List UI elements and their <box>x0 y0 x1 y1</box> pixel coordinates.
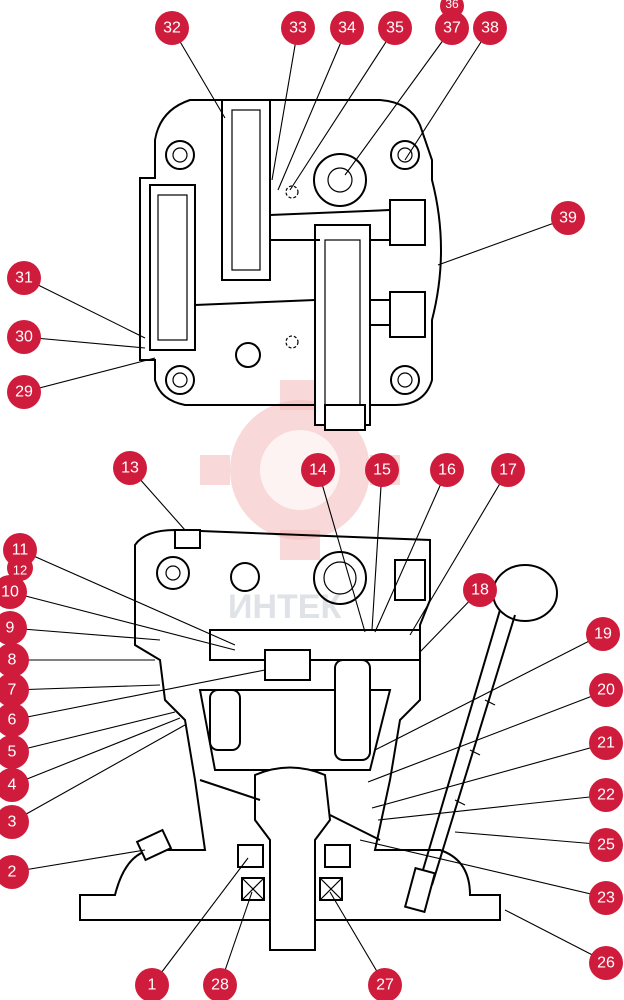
svg-text:35: 35 <box>386 20 404 37</box>
callout-2: 2 <box>0 855 29 889</box>
callout-28: 28 <box>203 968 237 1000</box>
svg-text:5: 5 <box>8 744 17 761</box>
svg-text:34: 34 <box>338 20 356 37</box>
svg-text:17: 17 <box>499 462 517 479</box>
callout-23: 23 <box>589 881 623 915</box>
callout-33: 33 <box>281 11 315 45</box>
svg-text:30: 30 <box>15 329 33 346</box>
svg-text:32: 32 <box>163 20 181 37</box>
svg-text:12: 12 <box>13 563 27 578</box>
callout-26: 26 <box>589 946 623 980</box>
svg-text:9: 9 <box>6 620 15 637</box>
callout-39: 39 <box>551 201 585 235</box>
callout-6: 6 <box>0 703 29 737</box>
svg-text:4: 4 <box>8 777 17 794</box>
top-view-drawing <box>139 99 442 431</box>
svg-text:10: 10 <box>1 584 19 601</box>
callout-12: 12 <box>7 555 33 581</box>
svg-text:11: 11 <box>12 542 29 559</box>
svg-text:22: 22 <box>597 787 615 804</box>
svg-text:20: 20 <box>597 682 615 699</box>
callout-32: 32 <box>155 11 189 45</box>
callout-27: 27 <box>368 968 402 1000</box>
callout-4: 4 <box>0 768 29 802</box>
callout-30: 30 <box>7 320 41 354</box>
callout-15: 15 <box>365 453 399 487</box>
svg-text:31: 31 <box>15 270 33 287</box>
callout-10: 10 <box>0 575 27 609</box>
callout-16: 16 <box>430 453 464 487</box>
callout-25: 25 <box>589 828 623 862</box>
svg-text:13: 13 <box>121 460 139 477</box>
svg-text:39: 39 <box>559 210 577 227</box>
callout-7: 7 <box>0 673 29 707</box>
svg-text:7: 7 <box>8 682 17 699</box>
callout-3: 3 <box>0 805 29 839</box>
svg-text:23: 23 <box>597 890 615 907</box>
callout-38: 38 <box>473 11 507 45</box>
svg-text:6: 6 <box>8 712 17 729</box>
svg-text:36: 36 <box>445 0 459 11</box>
svg-text:15: 15 <box>373 462 391 479</box>
svg-text:27: 27 <box>376 977 394 994</box>
callout-8: 8 <box>0 643 29 677</box>
callout-13: 13 <box>113 451 147 485</box>
svg-text:2: 2 <box>8 864 17 881</box>
svg-text:18: 18 <box>471 582 489 599</box>
svg-text:8: 8 <box>8 652 17 669</box>
svg-text:19: 19 <box>594 626 612 643</box>
callout-19: 19 <box>586 617 620 651</box>
svg-text:25: 25 <box>597 837 615 854</box>
callout-21: 21 <box>589 726 623 760</box>
svg-text:16: 16 <box>438 462 456 479</box>
callout-18: 18 <box>463 573 497 607</box>
callout-20: 20 <box>589 673 623 707</box>
callout-9: 9 <box>0 611 27 645</box>
svg-text:14: 14 <box>309 462 327 479</box>
svg-text:21: 21 <box>597 735 615 752</box>
callout-29: 29 <box>7 375 41 409</box>
svg-text:38: 38 <box>481 20 499 37</box>
callout-1: 1 <box>135 968 169 1000</box>
svg-text:26: 26 <box>597 955 615 972</box>
svg-text:3: 3 <box>8 814 17 831</box>
bottom-view-drawing <box>79 528 558 951</box>
callout-5: 5 <box>0 735 29 769</box>
callout-22: 22 <box>589 778 623 812</box>
callout-14: 14 <box>301 453 335 487</box>
callout-37: 37 <box>435 11 469 45</box>
callout-17: 17 <box>491 453 525 487</box>
svg-text:1: 1 <box>148 977 157 994</box>
svg-text:33: 33 <box>289 20 307 37</box>
callout-31: 31 <box>7 261 41 295</box>
callout-35: 35 <box>378 11 412 45</box>
svg-text:28: 28 <box>211 977 229 994</box>
watermark-text: ИНТЕК <box>228 588 341 626</box>
callout-34: 34 <box>330 11 364 45</box>
svg-text:29: 29 <box>15 384 33 401</box>
svg-text:37: 37 <box>443 20 461 37</box>
